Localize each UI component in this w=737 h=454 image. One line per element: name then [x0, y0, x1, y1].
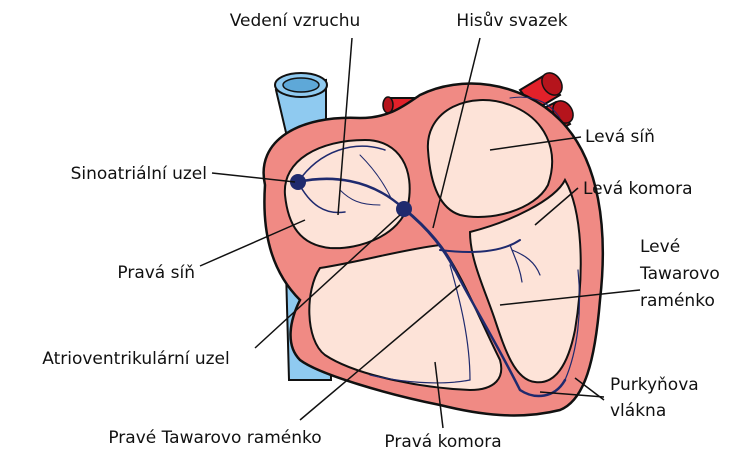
label-leva-komora: Levá komora	[583, 179, 693, 199]
label-atrioventrikularni-uzel: Atrioventrikulární uzel	[42, 349, 230, 369]
label-leve-tawarovo-line2: Tawarovo	[639, 264, 720, 284]
label-purkynova-line2: vlákna	[610, 401, 666, 421]
label-prava-sin: Pravá síň	[117, 263, 195, 283]
label-sinoatrialni-uzel: Sinoatriální uzel	[71, 164, 207, 184]
label-leve-tawarovo-line3: raménko	[640, 291, 715, 311]
label-prava-komora: Pravá komora	[384, 432, 501, 452]
label-leve-tawarovo-line1: Levé	[640, 237, 680, 257]
atrioventricular-node	[396, 201, 412, 217]
label-vedeni-vzruchu: Vedení vzruchu	[230, 11, 361, 31]
label-purkynova-line1: Purkyňova	[610, 375, 699, 395]
label-leva-sin: Levá síň	[585, 127, 655, 147]
label-prave-tawarovo: Pravé Tawarovo raménko	[108, 428, 321, 448]
label-hisuv-svazek: Hisův svazek	[456, 11, 567, 31]
left-atrium-chamber	[428, 100, 552, 217]
